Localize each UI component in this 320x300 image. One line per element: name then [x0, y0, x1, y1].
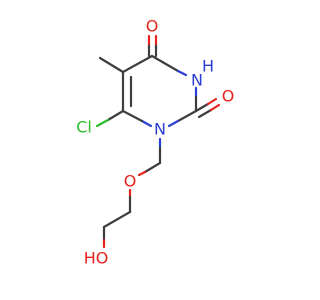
bond-n3-c4-part	[176, 69, 188, 77]
atom-nitrogen-n3: N	[191, 71, 203, 90]
bond-n1-c6	[121, 109, 144, 123]
atom-chlorine: Cl	[76, 118, 92, 137]
atom-oxygen-ether: O	[124, 172, 137, 191]
bond-ch2-o	[143, 161, 162, 174]
bond-c4-c5	[121, 54, 154, 74]
atom-oxygen-top: O	[146, 17, 159, 36]
bond-ch2b-ch2c	[102, 210, 132, 229]
atom-hydroxyl: HO	[84, 249, 109, 268]
bond-n1-c2-part	[167, 119, 180, 128]
atom-hydrogen-nh: H	[202, 57, 214, 76]
bond-c2-o-b-red	[209, 103, 221, 112]
bond-c6-cl-green	[95, 118, 110, 128]
bond-c2-o-a	[194, 102, 210, 113]
bond-n1-c6-part	[140, 119, 153, 128]
bond-c2-o-b	[197, 108, 213, 119]
bond-c4-n3	[150, 54, 180, 73]
bond-c5-methyl	[98, 56, 125, 74]
bond-c2-n1	[176, 109, 198, 123]
bond-ch2-o-red	[137, 170, 147, 177]
molecule-structure: O N H O N Cl O HO	[76, 17, 235, 268]
atom-oxygen-right: O	[222, 87, 235, 106]
bond-c6-cl	[106, 109, 125, 122]
atom-nitrogen-n1: N	[154, 120, 166, 139]
bond-c2-o-a-red	[206, 97, 218, 106]
